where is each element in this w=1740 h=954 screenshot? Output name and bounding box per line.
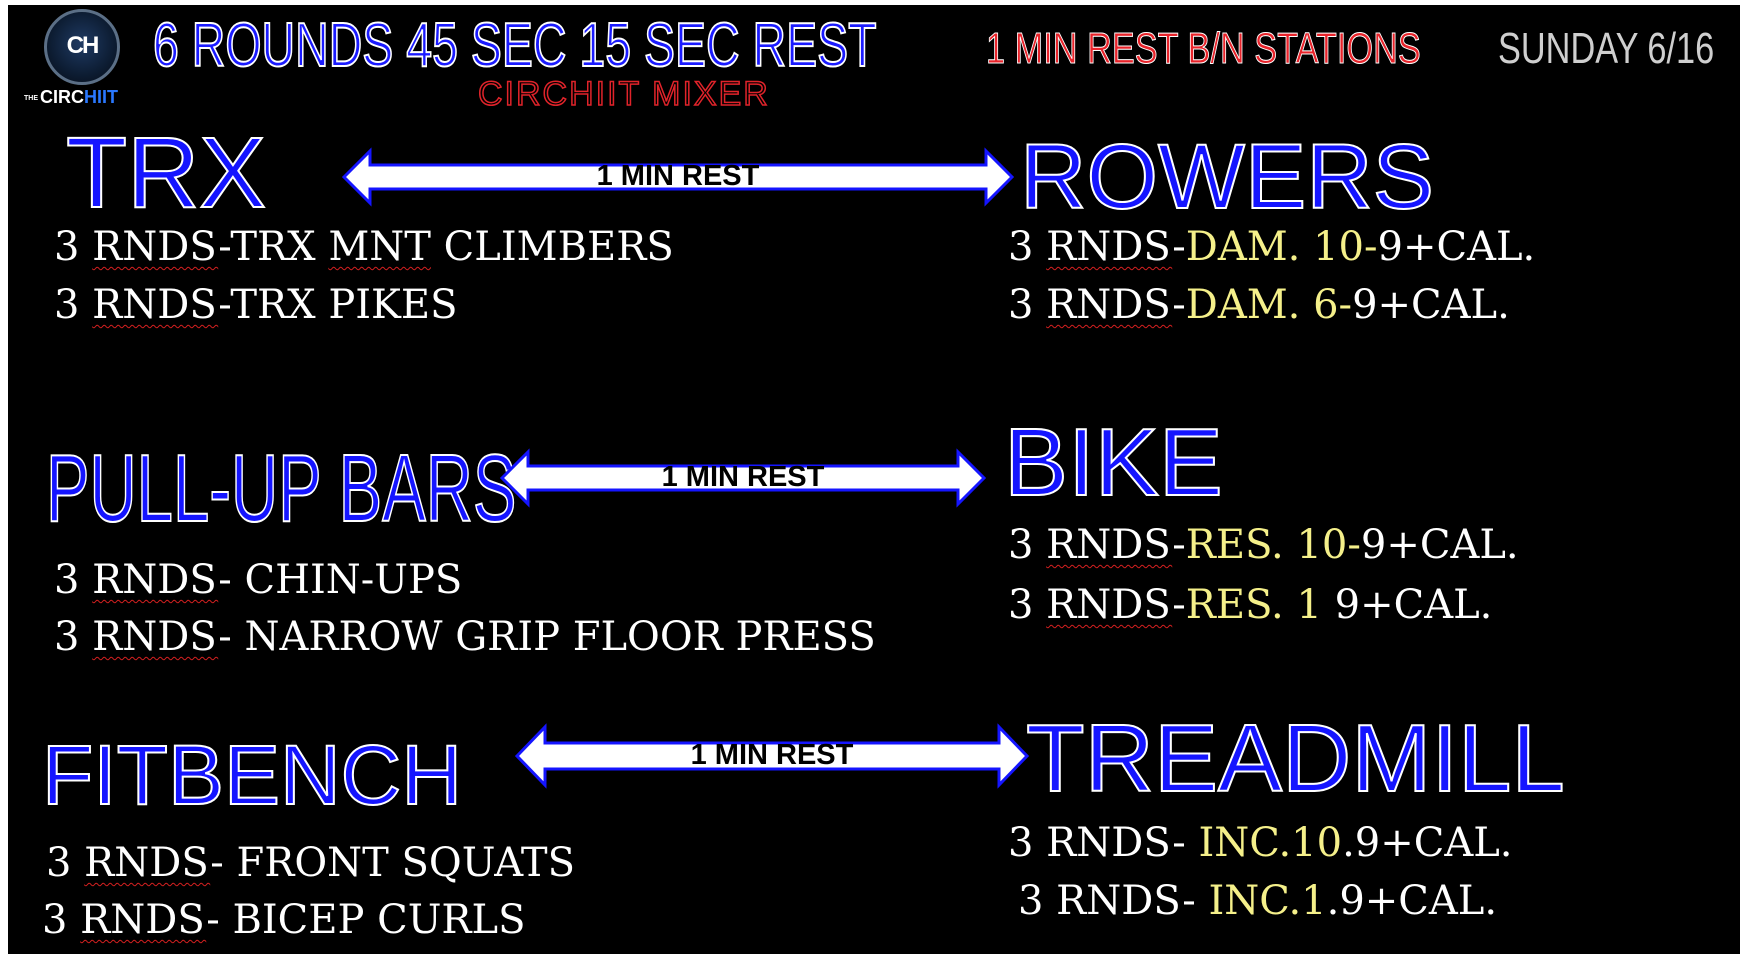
fitbench-exercise-1: 3 RNDS- FRONT SQUATS	[46, 843, 575, 883]
treadmill-exercise-1: 3 RNDS- INC.10.9+CAL.	[1008, 823, 1513, 863]
rounds-word: RNDS	[1046, 582, 1173, 628]
separator: -	[1182, 878, 1209, 924]
rounds-count: 3	[1008, 522, 1034, 568]
rounds-word: RNDS	[84, 840, 211, 886]
rest-arrow-label: 1 MIN REST	[596, 160, 760, 192]
double-arrow-icon	[515, 723, 1029, 789]
exercise-name: BICEP CURLS	[232, 897, 526, 943]
rounds-count: 3	[42, 897, 68, 943]
separator: -	[218, 224, 231, 270]
station-rest-note: 1 MIN REST B/N STATIONS	[986, 24, 1422, 73]
rounds-count: 3	[1008, 282, 1034, 328]
calorie-target: .9+CAL.	[1342, 820, 1513, 866]
rounds-count: 3	[46, 840, 72, 886]
rest-arrow-label: 1 MIN REST	[690, 739, 854, 771]
pullup-exercise-2: 3 RNDS- NARROW GRIP FLOOR PRESS	[54, 617, 876, 657]
separator: -	[218, 282, 231, 328]
rounds-word: RNDS	[1046, 820, 1173, 866]
rounds-word: RNDS	[92, 224, 219, 270]
exercise-abbrev: MNT	[328, 224, 431, 270]
rest-arrow-pullup-bike: 1 MIN REST	[500, 448, 986, 508]
workout-subtitle: CIRCHIIT MIXER	[477, 75, 770, 113]
damper-setting: DAM. 6-	[1185, 282, 1353, 328]
rounds-word: RNDS	[1046, 282, 1173, 328]
calorie-target: 9+CAL.	[1352, 282, 1510, 328]
exercise-name: NARROW GRIP FLOOR PRESS	[244, 614, 876, 660]
rowers-exercise-2: 3 RNDS-DAM. 6-9+CAL.	[1008, 285, 1510, 325]
rest-arrow-trx-rowers: 1 MIN REST	[342, 147, 1014, 207]
calorie-target: 9+CAL.	[1377, 224, 1536, 270]
trx-exercise-2: 3 RNDS-TRX PIKES	[54, 285, 458, 325]
separator: -	[218, 557, 245, 603]
workout-title: 6 ROUNDS 45 SEC 15 SEC REST	[152, 11, 877, 80]
incline-setting: INC.10	[1198, 820, 1343, 866]
exercise-prefix: TRX	[230, 224, 329, 270]
rounds-word: RNDS	[92, 557, 219, 603]
rounds-word: RNDS	[1046, 522, 1173, 568]
separator: -	[1172, 582, 1186, 628]
rowers-exercise-1: 3 RNDS-DAM. 10-9+CAL.	[1008, 227, 1535, 267]
rounds-count: 3	[1008, 820, 1034, 866]
bike-exercise-1: 3 RNDS-RES. 10-9+CAL.	[1008, 525, 1519, 565]
resistance-setting: RES. 10-	[1185, 522, 1361, 568]
rounds-count: 3	[1008, 582, 1034, 628]
rounds-count: 3	[1018, 878, 1044, 924]
double-arrow-icon	[500, 448, 986, 508]
pullup-exercise-1: 3 RNDS- CHIN-UPS	[54, 560, 462, 600]
rounds-word: RNDS	[80, 897, 207, 943]
rounds-count: 3	[54, 282, 80, 328]
separator: -	[218, 614, 245, 660]
station-title-rowers: ROWERS	[1019, 126, 1435, 228]
station-title-fitbench: FITBENCH	[41, 728, 463, 822]
workout-date: SUNDAY 6/16	[1498, 24, 1715, 73]
rounds-count: 3	[1008, 224, 1034, 270]
separator: -	[210, 840, 237, 886]
calorie-target: 9+CAL.	[1321, 582, 1493, 628]
treadmill-exercise-2: 3 RNDS- INC.1.9+CAL.	[1018, 881, 1497, 921]
rounds-word: RNDS	[1056, 878, 1183, 924]
rounds-count: 3	[54, 224, 80, 270]
double-arrow-icon	[342, 147, 1014, 207]
calorie-target: .9+CAL.	[1326, 878, 1498, 924]
bike-exercise-2: 3 RNDS-RES. 1 9+CAL.	[1008, 585, 1492, 625]
incline-setting: INC.1	[1208, 878, 1327, 924]
rounds-count: 3	[54, 614, 80, 660]
logo-emblem-icon: CH	[44, 9, 120, 85]
station-title-bike: BIKE	[1003, 409, 1224, 516]
logo-prefix: THE	[24, 94, 38, 102]
separator: -	[206, 897, 233, 943]
separator: -	[1172, 820, 1199, 866]
rounds-word: RNDS	[1046, 224, 1173, 270]
rest-arrow-label: 1 MIN REST	[661, 461, 825, 493]
exercise-suffix: CLIMBERS	[430, 224, 674, 270]
exercise-name: TRX PIKES	[230, 282, 458, 328]
resistance-setting: RES. 1	[1185, 582, 1322, 628]
separator: -	[1172, 522, 1186, 568]
station-title-treadmill: TREADMILL	[1025, 705, 1566, 812]
exercise-name: CHIN-UPS	[244, 557, 463, 603]
trx-exercise-1: 3 RNDS-TRX MNT CLIMBERS	[54, 227, 674, 267]
logo-name-white: CIRC	[40, 87, 84, 107]
separator: -	[1172, 224, 1186, 270]
calorie-target: 9+CAL.	[1360, 522, 1519, 568]
station-title-trx: TRX	[65, 117, 267, 229]
rest-arrow-fitbench-treadmill: 1 MIN REST	[515, 723, 1029, 789]
station-title-pullup-bars: PULL-UP BARS	[45, 435, 517, 542]
rounds-count: 3	[54, 557, 80, 603]
rounds-word: RNDS	[92, 614, 219, 660]
fitbench-exercise-2: 3 RNDS- BICEP CURLS	[42, 900, 526, 940]
damper-setting: DAM. 10-	[1185, 224, 1378, 270]
separator: -	[1172, 282, 1186, 328]
rounds-word: RNDS	[92, 282, 219, 328]
exercise-name: FRONT SQUATS	[236, 840, 575, 886]
logo-name-blue: HIIT	[84, 87, 118, 107]
logo-monogram: CH	[66, 32, 100, 59]
